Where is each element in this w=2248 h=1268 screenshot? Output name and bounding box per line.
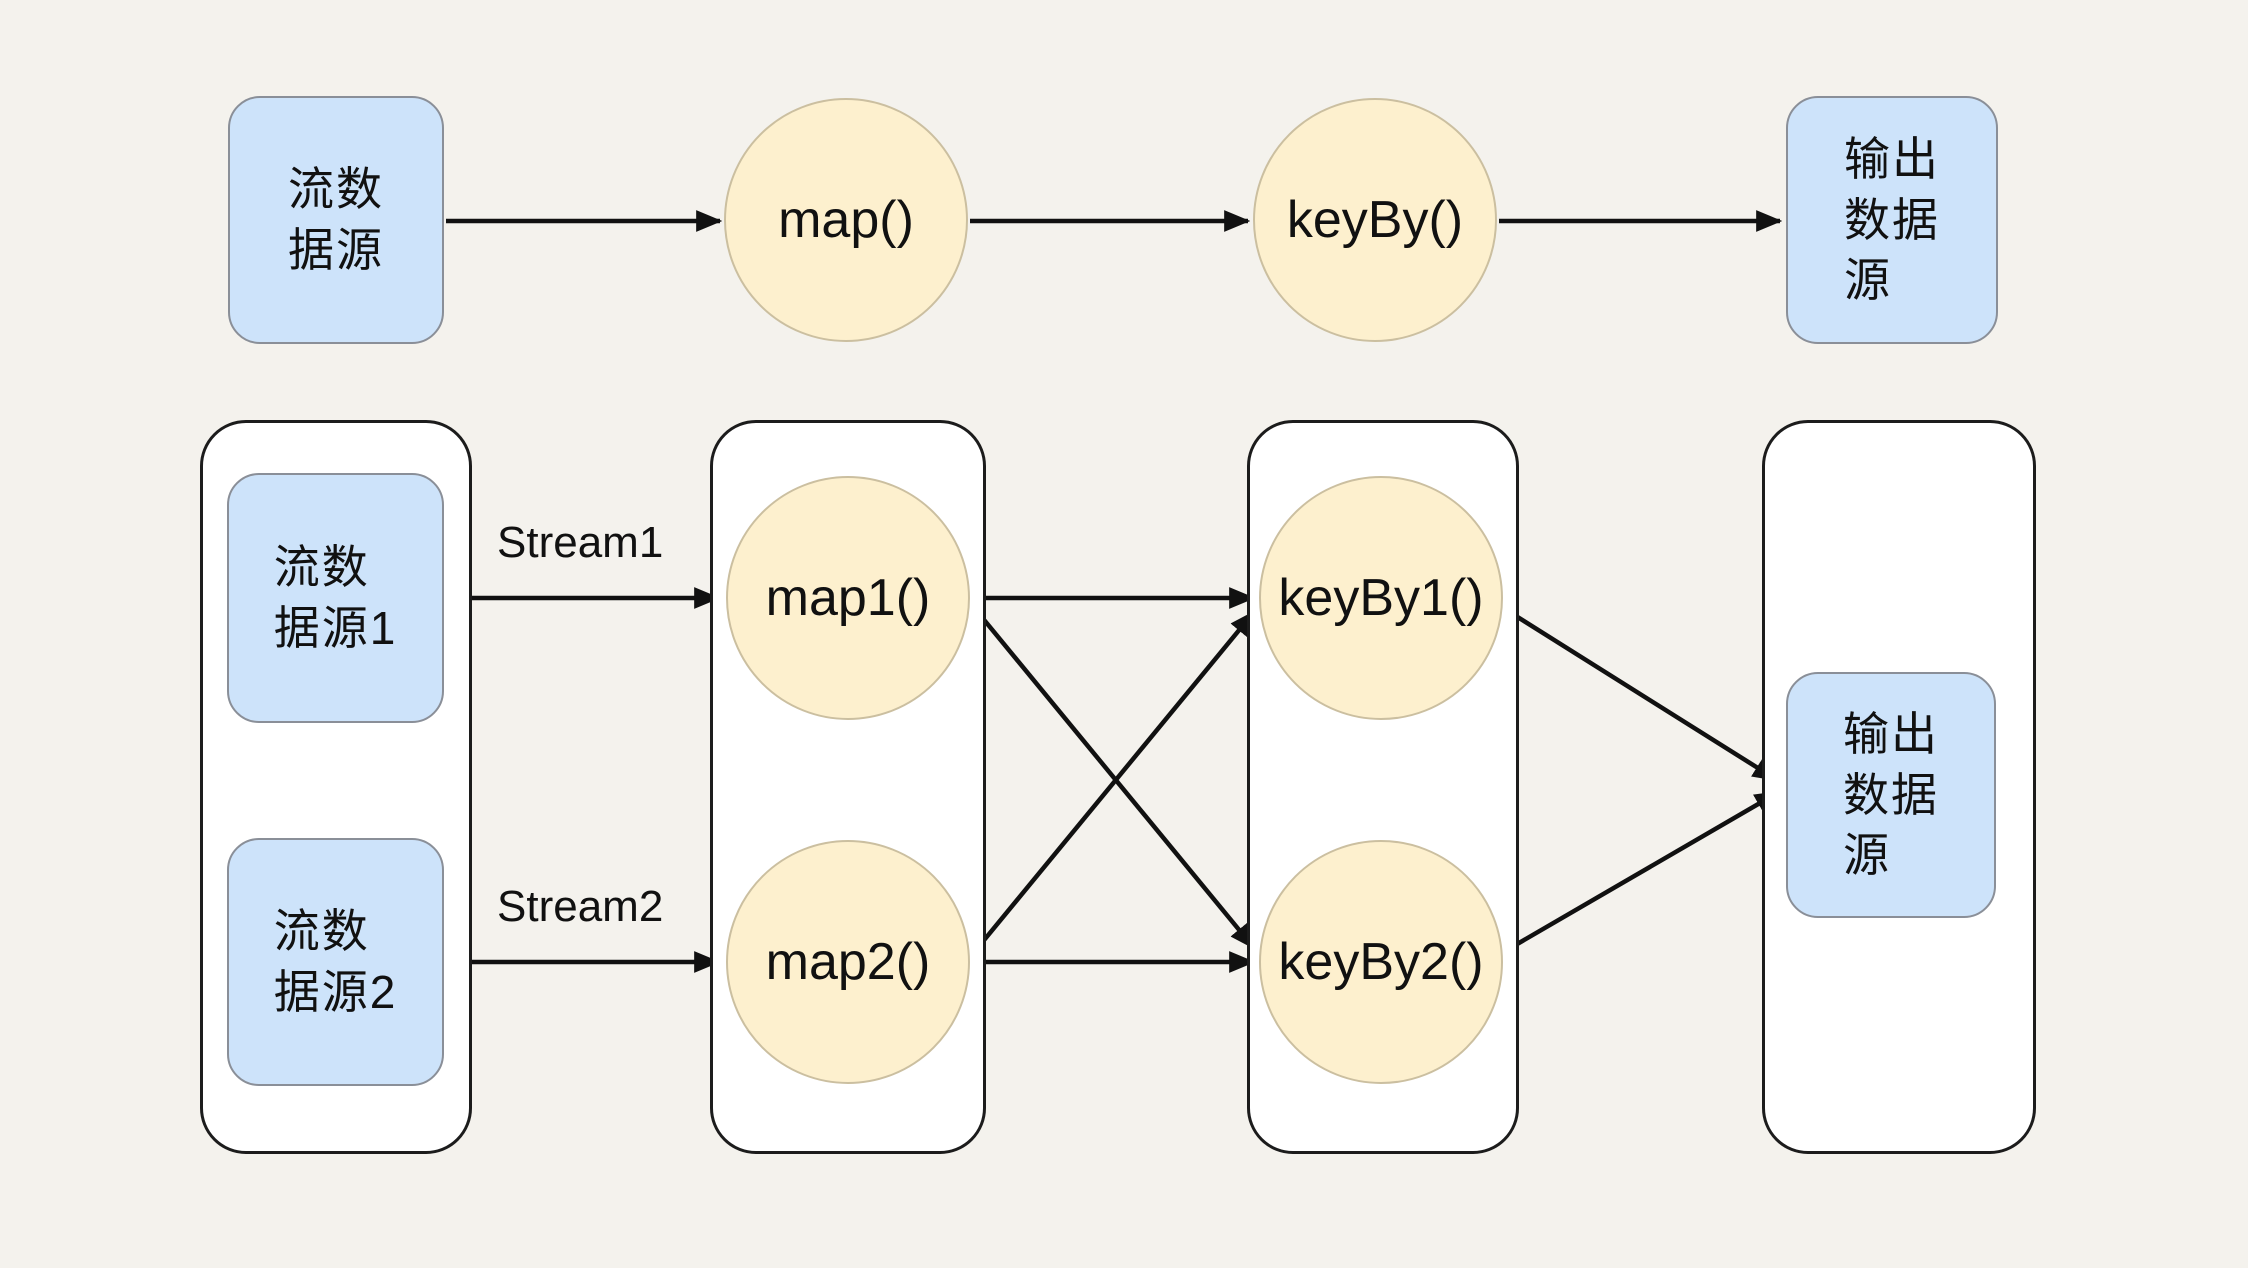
source2-label: 流数 据源2 [273,905,398,1018]
top-map-label: map() [778,191,914,249]
edge-keyby1-to-sink-arrow [1498,604,1779,782]
parallel-sink-node: 输出 数据 源 [1786,672,1996,918]
stream2-label: Stream2 [497,882,664,931]
top-source-node: 流数 据源 [228,96,444,344]
map1-label: map1() [765,569,931,627]
top-sink-node: 输出 数据 源 [1786,96,1998,344]
map2-node: map2() [726,840,970,1084]
keyby2-node: keyBy2() [1259,840,1503,1084]
source1-node: 流数 据源1 [227,473,444,723]
edge-map2-to-keyby1-arrow [969,610,1256,958]
keyby1-label: keyBy1() [1278,569,1484,627]
map1-node: map1() [726,476,970,720]
stream1-label: Stream1 [497,518,664,567]
top-keyby-label: keyBy() [1286,191,1464,249]
top-keyby-node: keyBy() [1253,98,1497,342]
map2-label: map2() [765,933,931,991]
top-source-label: 流数 据源 [288,163,384,276]
source1-label: 流数 据源1 [273,541,398,654]
top-map-node: map() [724,98,968,342]
keyby2-label: keyBy2() [1278,933,1484,991]
edge-map1-to-keyby2-arrow [969,602,1256,950]
top-sink-label: 输出 数据 源 [1844,132,1940,307]
parallel-sink-label: 输出 数据 源 [1843,707,1939,882]
source2-node: 流数 据源2 [227,838,444,1086]
edge-keyby2-to-sink-arrow [1498,790,1781,956]
keyby1-node: keyBy1() [1259,476,1503,720]
